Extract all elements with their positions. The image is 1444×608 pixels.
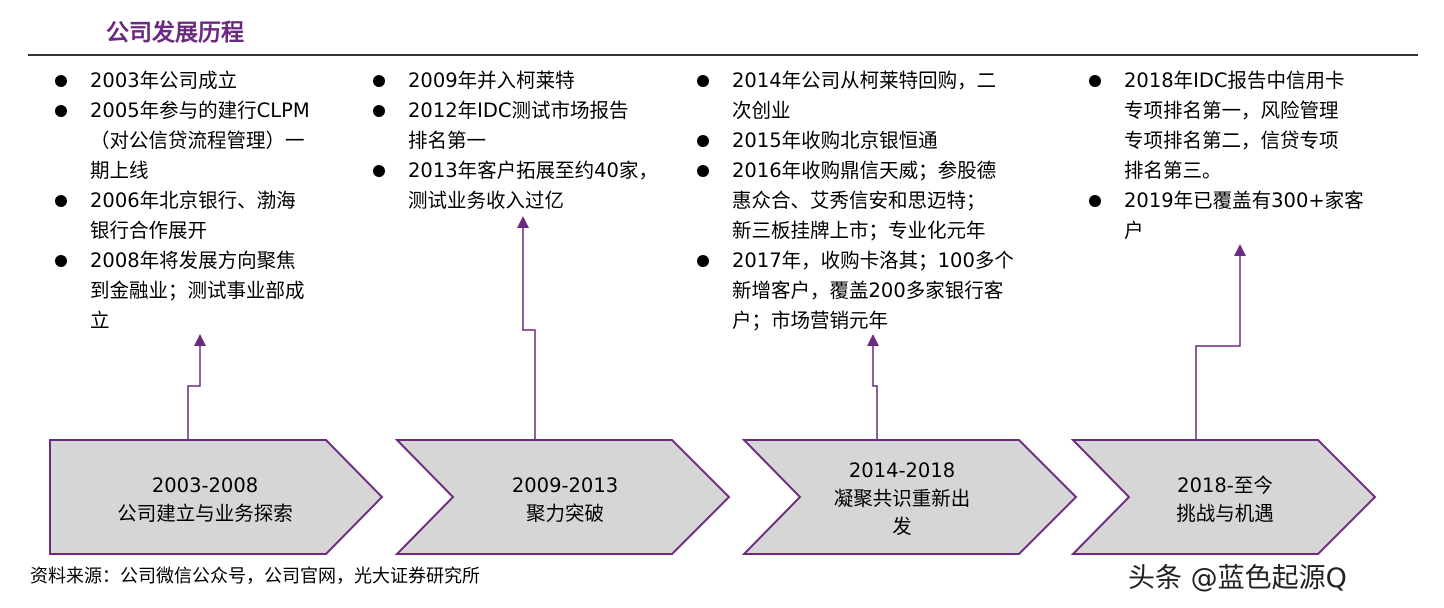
title-divider	[28, 54, 1418, 56]
bullet-text-line: 银行合作展开	[90, 219, 208, 242]
bullet-text-line: 2015年收购北京银恒通	[732, 129, 938, 152]
bullet-dot-icon	[697, 255, 709, 267]
stage-3-name-cont: 发	[892, 515, 912, 538]
connector-4	[1195, 244, 1246, 440]
list-item: 2016年收购鼎信天威；参股德惠众合、艾秀信安和思迈特； 新三板挂牌上市；专业化元…	[697, 156, 1057, 246]
bullet-dot-icon	[1089, 75, 1101, 87]
bullet-dot-icon	[697, 75, 709, 87]
list-item: 2008年将发展方向聚焦到金融业；测试事业部成立	[55, 246, 375, 336]
stage-4-years: 2018-至今	[1177, 474, 1273, 497]
list-item: 2013年客户拓展至约40家， 测试业务收入过亿	[373, 156, 693, 216]
stage-2-name: 聚力突破	[525, 502, 604, 525]
bullet-text-line: 2008年将发展方向聚焦	[90, 249, 296, 272]
bullet-text-line: 2016年收购鼎信天威；参股德	[732, 159, 997, 182]
bullet-dot-icon	[55, 195, 67, 207]
stage-2-label: 2009-2013 聚力突破	[430, 472, 700, 528]
list-item: 2015年收购北京银恒通	[697, 126, 1057, 156]
source-note: 资料来源：公司微信公众号，公司官网，光大证券研究所	[30, 566, 480, 587]
bullet-dot-icon	[1089, 195, 1101, 207]
list-item: 2006年北京银行、渤海银行合作展开	[55, 186, 375, 246]
bullet-dot-icon	[373, 75, 385, 87]
list-item: 2018年IDC报告中信用卡专项排名第一，风险管理专项排名第二，信贷专项排名第三…	[1089, 66, 1419, 186]
bullet-dot-icon	[373, 105, 385, 117]
bullet-text-line: 到金融业；测试事业部成	[90, 279, 305, 302]
stage-1-name: 公司建立与业务探索	[117, 502, 293, 525]
bullet-text-line: 测试业务收入过亿	[408, 189, 565, 212]
stage-3-bullets: 2014年公司从柯莱特回购，二次创业 2015年收购北京银恒通 2016年收购鼎信天…	[697, 66, 1057, 336]
stage-3-label: 2014-2018 凝聚共识重新出 发	[767, 457, 1037, 541]
bullet-text-line: 2019年已覆盖有300+家客	[1124, 189, 1364, 212]
bullet-dot-icon	[697, 165, 709, 177]
bullet-dot-icon	[55, 255, 67, 267]
list-item: 2012年IDC测试市场报告排名第一	[373, 96, 693, 156]
bullet-text-line: 排名第一	[408, 129, 487, 152]
bullet-text-line: （对公信贷流程管理）一	[90, 129, 305, 152]
stage-3-arrow	[741, 439, 1078, 555]
bullet-text-line: 立	[90, 309, 110, 332]
bullet-text-line: 专项排名第二，信贷专项	[1124, 129, 1339, 152]
bullet-dot-icon	[55, 105, 67, 117]
stage-1-years: 2003-2008	[151, 474, 259, 497]
bullet-dot-icon	[373, 165, 385, 177]
bullet-text-line: 2013年客户拓展至约40家，	[408, 159, 658, 182]
watermark: 头条 @蓝色起源Q	[1128, 563, 1347, 594]
bullet-text-line: 期上线	[90, 159, 149, 182]
bullet-text-line: 户	[1124, 219, 1144, 242]
bullet-text-line: 户；市场营销元年	[732, 309, 889, 332]
list-item: 2003年公司成立	[55, 66, 375, 96]
bullet-text-line: 专项排名第一，风险管理	[1124, 99, 1339, 122]
bullet-dot-icon	[55, 75, 67, 87]
list-item: 2009年并入柯莱特	[373, 66, 693, 96]
bullet-dot-icon	[697, 135, 709, 147]
stage-3-name: 凝聚共识重新出	[833, 487, 971, 510]
connector-3	[867, 334, 879, 440]
bullet-text-line: 2009年并入柯莱特	[408, 69, 575, 92]
stage-3-years: 2014-2018	[848, 459, 956, 482]
stage-2-arrow	[394, 439, 731, 555]
bullet-text-line: 2014年公司从柯莱特回购，二	[732, 69, 997, 92]
list-item: 2017年，收购卡洛其；100多个新增客户，覆盖200多家银行客户；市场营销元年	[697, 246, 1057, 336]
stage-4-arrow	[1070, 439, 1377, 555]
stage-4-name: 挑战与机遇	[1176, 502, 1274, 525]
stage-1-arrow	[49, 439, 384, 555]
list-item: 2005年参与的建行CLPM （对公信贷流程管理）一期上线	[55, 96, 375, 186]
page-title: 公司发展历程	[106, 20, 244, 46]
list-item: 2014年公司从柯莱特回购，二次创业	[697, 66, 1057, 126]
bullet-text-line: 2018年IDC报告中信用卡	[1124, 69, 1345, 92]
list-item: 2019年已覆盖有300+家客户	[1089, 186, 1419, 246]
stage-4-bullets: 2018年IDC报告中信用卡专项排名第一，风险管理专项排名第二，信贷专项排名第三…	[1089, 66, 1419, 246]
bullet-text-line: 惠众合、艾秀信安和思迈特；	[732, 189, 986, 212]
connector-2	[517, 216, 536, 440]
bullet-text-line: 2017年，收购卡洛其；100多个	[732, 249, 1014, 272]
bullet-text-line: 新三板挂牌上市；专业化元年	[732, 219, 986, 242]
bullet-text-line: 2006年北京银行、渤海	[90, 189, 296, 212]
stage-4-label: 2018-至今 挑战与机遇	[1090, 472, 1360, 528]
bullet-text-line: 新增客户，覆盖200多家银行客	[732, 279, 1004, 302]
stage-2-years: 2009-2013	[511, 474, 619, 497]
connector-1	[187, 334, 206, 440]
bullet-text-line: 排名第三。	[1124, 159, 1222, 182]
bullet-text-line: 2012年IDC测试市场报告	[408, 99, 629, 122]
bullet-text-line: 2003年公司成立	[90, 69, 238, 92]
bullet-text-line: 次创业	[732, 99, 791, 122]
bullet-text-line: 2005年参与的建行CLPM	[90, 99, 310, 122]
stage-1-label: 2003-2008 公司建立与业务探索	[70, 472, 340, 528]
